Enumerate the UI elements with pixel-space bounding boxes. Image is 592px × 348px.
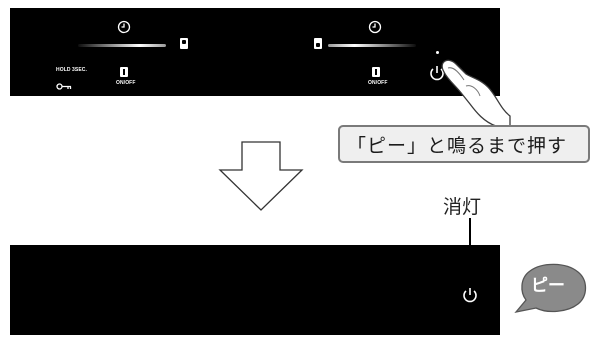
key-icon[interactable] xyxy=(56,75,72,94)
timer-icon-left[interactable] xyxy=(117,20,131,34)
light-off-label: 消灯 xyxy=(443,196,482,218)
hand-pointer-icon xyxy=(441,59,511,127)
heat-slider-right[interactable] xyxy=(328,44,416,47)
lock-label: HOLD 3SEC. xyxy=(56,67,88,73)
zone-indicator-left xyxy=(180,38,188,49)
onoff-icon-right[interactable] xyxy=(372,67,380,77)
instruction-callout xyxy=(338,125,590,163)
onoff-label-right: ON/OFF xyxy=(368,80,388,86)
beep-speech-bubble xyxy=(514,263,587,313)
power-icon-top[interactable] xyxy=(428,64,446,82)
cooktop-panel-before xyxy=(10,8,500,96)
onoff-icon-left[interactable] xyxy=(120,67,128,77)
beep-text: ピー xyxy=(531,276,565,296)
zone-indicator-right xyxy=(314,38,322,49)
cooktop-panel-after xyxy=(10,245,500,335)
timer-icon-right[interactable] xyxy=(368,20,382,34)
heat-slider-left[interactable] xyxy=(78,44,166,47)
annotation-leader-line xyxy=(469,218,471,270)
down-arrow-icon xyxy=(218,141,304,211)
power-icon-bottom[interactable] xyxy=(461,286,479,304)
power-indicator-dot xyxy=(436,51,439,54)
onoff-label-left: ON/OFF xyxy=(116,80,136,86)
instruction-text: 「ピー」と鳴るまで押す xyxy=(347,135,568,157)
